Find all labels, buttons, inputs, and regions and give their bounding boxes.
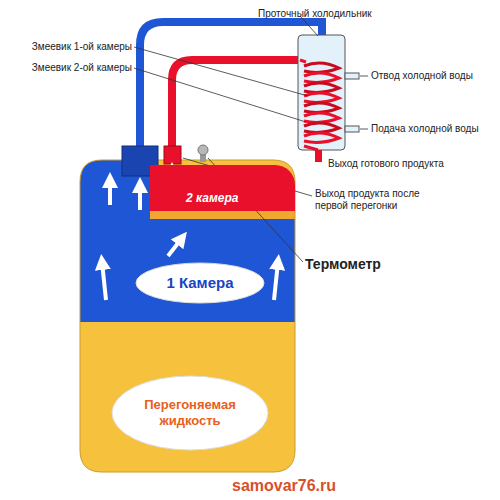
water-out-nozzle [345,73,359,79]
chamber-2-fitting [164,146,181,164]
chamber-2-band: 2 камера [150,165,295,211]
outlet-label: Выход готового продукта [328,158,444,170]
outlet-label: Выход продукта после первой перегонки [315,188,440,212]
tank-outline [80,160,295,472]
node-text: Перегоняемая жидкость [140,397,240,429]
condenser [298,35,345,150]
water-in-nozzle [345,126,359,132]
water-label: Отвод холодной воды [371,70,473,82]
watermark: samovar76.ru [232,476,336,495]
product-outlet [315,150,322,162]
liquid-ellipse: Перегоняемая жидкость [111,375,269,451]
condenser-label: Проточный холодильник [258,8,372,20]
coil-tube-2 [172,60,300,152]
thermometer-label: Термометр [305,256,381,273]
chamber-1-ellipse: 1 Камера [135,262,265,304]
node-text: 2 камера [186,191,238,205]
thermometer-head [198,145,208,155]
coil-tube-1 [140,22,322,150]
leader-lines [134,16,368,262]
coil [300,60,339,150]
node-text: 1 Камера [166,274,233,292]
coil-label: Змеевик 1-ой камеры [32,41,132,53]
coil-label: Змеевик 2-ой камеры [32,62,132,74]
water-label: Подача холодной воды [371,123,479,135]
tank [80,160,295,472]
